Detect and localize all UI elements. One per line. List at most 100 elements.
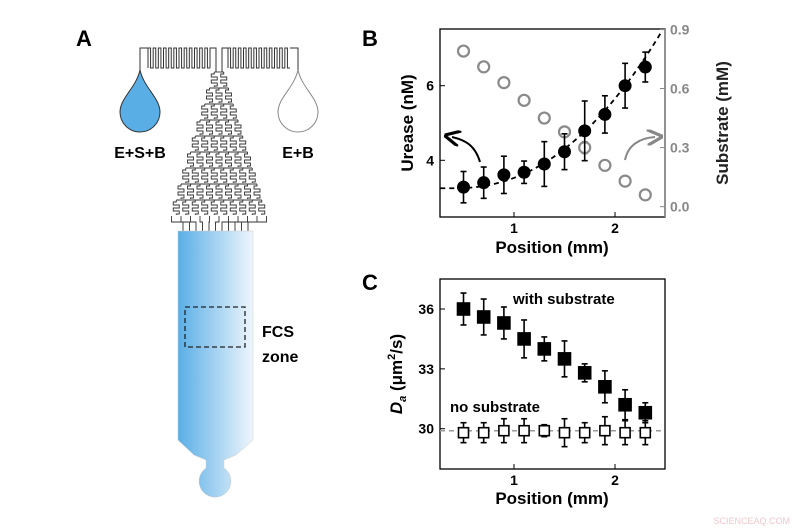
ylabel-unit-post: /s) <box>387 334 406 354</box>
x-tick-label: 2 <box>611 220 619 236</box>
ylabel-main: D <box>387 402 406 414</box>
plot-b-frame <box>439 28 666 218</box>
y2-tick-label: 0.6 <box>670 81 690 97</box>
tree-serpentine-unit <box>239 136 247 151</box>
fcs-zone-label-1: FCS <box>262 324 294 341</box>
with-substrate-point <box>497 316 511 330</box>
tree-serpentine-unit <box>182 200 190 215</box>
tree-serpentine-unit <box>191 200 199 215</box>
urease-point <box>638 60 652 74</box>
with-substrate-point <box>517 332 531 346</box>
y-tick-label: 33 <box>418 361 434 377</box>
y-tick-label: 30 <box>418 421 434 437</box>
tree-serpentine-unit <box>234 152 242 167</box>
tree-serpentine-unit <box>220 72 228 87</box>
substrate-point <box>618 174 632 188</box>
substrate-point <box>598 158 612 172</box>
tree-serpentine-unit <box>244 152 251 167</box>
urease-point <box>517 165 531 179</box>
right-axis-arrow-icon <box>624 137 655 161</box>
gradient-generator-tree <box>171 71 267 231</box>
watermark: SCIENCEAQ.COM <box>713 516 790 526</box>
ylabel-sub: a <box>397 396 409 402</box>
plot-b-ylabel: Urease (nM) <box>398 74 417 171</box>
tree-serpentine-unit <box>229 200 237 215</box>
urease-point <box>537 157 551 171</box>
tree-serpentine-unit <box>201 200 209 215</box>
left-inlet-channel <box>139 47 148 70</box>
outlet-channel <box>180 216 190 231</box>
panel-a-letter: A <box>76 26 92 51</box>
substrate-point <box>517 93 531 107</box>
no-substrate-point <box>477 426 490 439</box>
urease-point <box>618 79 632 93</box>
no-substrate-point <box>457 426 470 439</box>
tree-serpentine-unit <box>196 184 204 199</box>
tree-serpentine-unit <box>220 104 228 119</box>
panel-a: A E+S+B E+B FCS zone <box>76 26 319 498</box>
outlet-channel <box>208 216 210 231</box>
urease-point <box>558 145 571 159</box>
tree-serpentine-unit <box>206 152 213 167</box>
tree-serpentine-unit <box>239 168 247 183</box>
no-substrate-point <box>538 424 551 437</box>
tree-serpentine-unit <box>196 152 204 167</box>
with-substrate-point <box>537 342 552 356</box>
y-tick-label: 4 <box>426 152 434 168</box>
tree-serpentine-unit <box>229 168 237 183</box>
left-connector <box>209 47 217 72</box>
series-label-with-substrate: with substrate <box>512 291 615 308</box>
tree-serpentine-unit <box>210 136 218 151</box>
tree-serpentine-unit <box>225 88 232 103</box>
no-substrate-point <box>578 426 591 439</box>
no-substrate-point <box>518 424 530 437</box>
tree-serpentine-unit <box>248 200 256 215</box>
tree-serpentine-unit <box>229 136 237 151</box>
urease-point <box>457 180 470 194</box>
outlet-channel <box>199 216 203 231</box>
tree-serpentine-unit <box>215 120 223 135</box>
left-meander <box>147 47 210 69</box>
x-tick-label: 1 <box>510 472 518 488</box>
urease-point <box>477 176 491 190</box>
tree-serpentine-unit <box>220 168 228 183</box>
tree-serpentine-unit <box>191 168 199 183</box>
tree-serpentine-unit <box>206 184 213 199</box>
substrate-point <box>638 188 652 202</box>
fcs-zone-label-2: zone <box>262 349 299 366</box>
with-substrate-point <box>577 366 592 380</box>
with-substrate-point <box>618 397 632 412</box>
panel-b-letter: B <box>362 26 378 51</box>
with-substrate-point <box>456 302 471 316</box>
right-inlet-channel <box>290 47 299 70</box>
tree-serpentine-unit <box>187 184 194 199</box>
outlet-channel <box>228 216 239 231</box>
no-substrate-point <box>558 426 571 439</box>
tree-serpentine-unit <box>258 200 266 215</box>
tree-serpentine-unit <box>215 88 223 103</box>
tree-serpentine-unit <box>191 136 199 151</box>
with-substrate-point <box>557 352 572 366</box>
plot-b-y2label: Substrate (mM) <box>713 61 732 185</box>
no-substrate-point <box>619 426 631 439</box>
tree-serpentine-unit <box>220 200 228 215</box>
tree-serpentine-unit <box>210 200 218 215</box>
urease-fit-line <box>440 29 664 190</box>
tree-serpentine-unit <box>201 168 209 183</box>
substrate-point <box>497 75 511 90</box>
tree-serpentine-unit <box>201 104 209 119</box>
y-tick-label: 36 <box>418 301 434 317</box>
tree-serpentine-unit <box>187 152 194 167</box>
tree-serpentine-unit <box>234 184 242 199</box>
ylabel-sup: 2 <box>386 354 398 360</box>
substrate-point <box>456 44 471 58</box>
with-substrate-point <box>598 380 612 394</box>
series-label-no-substrate: no substrate <box>450 399 540 416</box>
outlet-channel <box>221 216 229 231</box>
x-tick-label: 1 <box>510 220 518 236</box>
tree-serpentine-unit <box>206 88 213 103</box>
